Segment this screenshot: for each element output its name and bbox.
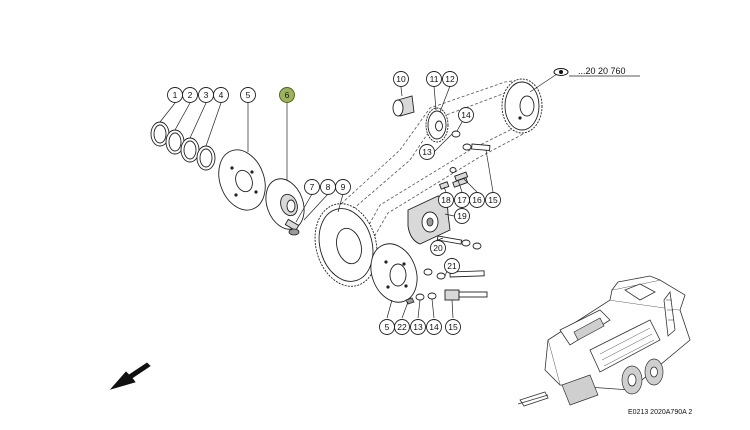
svg-text:8: 8 bbox=[326, 182, 331, 192]
callout-22[interactable]: 22 bbox=[394, 319, 410, 335]
callout-2[interactable]: 2 bbox=[182, 87, 198, 103]
svg-text:5: 5 bbox=[385, 322, 390, 332]
callout-15-lower[interactable]: 15 bbox=[445, 319, 461, 335]
callout-8[interactable]: 8 bbox=[320, 179, 336, 195]
chain-links bbox=[438, 171, 469, 190]
svg-text:14: 14 bbox=[429, 322, 439, 332]
svg-text:4: 4 bbox=[219, 90, 224, 100]
callout-14-upper[interactable]: 14 bbox=[458, 107, 474, 123]
svg-text:13: 13 bbox=[422, 147, 432, 157]
shim-rings bbox=[150, 121, 216, 171]
disc-plate-lower bbox=[370, 243, 418, 303]
idler-sprocket bbox=[425, 107, 449, 143]
upper-fasteners bbox=[449, 130, 491, 173]
callout-18[interactable]: 18 bbox=[438, 192, 454, 208]
callouts: 1 2 3 4 5 6 7 8 9 10 11 12 13 14 15 16 1… bbox=[167, 71, 501, 335]
svg-text:18: 18 bbox=[441, 195, 451, 205]
svg-text:13: 13 bbox=[413, 322, 423, 332]
callout-11[interactable]: 11 bbox=[426, 71, 442, 87]
baler-machine-thumbnail bbox=[517, 275, 691, 407]
bolt-20 bbox=[436, 235, 482, 250]
callout-13-upper[interactable]: 13 bbox=[419, 144, 435, 160]
svg-text:20: 20 bbox=[433, 243, 443, 253]
svg-text:7: 7 bbox=[310, 182, 315, 192]
drawing-id: E0213 2020A790A 2 bbox=[628, 409, 692, 416]
svg-text:12: 12 bbox=[445, 74, 455, 84]
callout-20[interactable]: 20 bbox=[430, 240, 446, 256]
direction-arrow-icon bbox=[109, 362, 151, 390]
svg-text:22: 22 bbox=[397, 322, 407, 332]
svg-text:1: 1 bbox=[173, 90, 178, 100]
callout-13-lower[interactable]: 13 bbox=[410, 319, 426, 335]
callout-16[interactable]: 16 bbox=[469, 192, 485, 208]
hub-part-6 bbox=[265, 178, 305, 230]
bushing-roller bbox=[392, 95, 415, 117]
callout-1[interactable]: 1 bbox=[167, 87, 183, 103]
callout-5-upper[interactable]: 5 bbox=[240, 87, 256, 103]
key-bolt bbox=[284, 218, 300, 236]
svg-text:15: 15 bbox=[448, 322, 458, 332]
callout-14-lower[interactable]: 14 bbox=[426, 319, 442, 335]
callout-3[interactable]: 3 bbox=[198, 87, 214, 103]
svg-text:14: 14 bbox=[461, 110, 471, 120]
svg-text:19: 19 bbox=[457, 211, 467, 221]
callout-7[interactable]: 7 bbox=[304, 179, 320, 195]
callout-9[interactable]: 9 bbox=[335, 179, 351, 195]
large-sprocket bbox=[314, 203, 378, 287]
svg-text:11: 11 bbox=[430, 74, 439, 84]
upper-drive-sprocket bbox=[501, 78, 543, 134]
svg-text:3: 3 bbox=[204, 90, 209, 100]
svg-text:16: 16 bbox=[472, 195, 482, 205]
svg-text:17: 17 bbox=[457, 195, 467, 205]
callout-10[interactable]: 10 bbox=[393, 71, 409, 87]
svg-text:21: 21 bbox=[447, 261, 457, 271]
svg-text:10: 10 bbox=[396, 74, 406, 84]
callout-19[interactable]: 19 bbox=[454, 208, 470, 224]
svg-text:2: 2 bbox=[188, 90, 193, 100]
reference-text: ...20 20 760 bbox=[578, 66, 626, 76]
svg-text:9: 9 bbox=[341, 182, 346, 192]
lower-fasteners bbox=[405, 268, 488, 305]
callout-17[interactable]: 17 bbox=[454, 192, 470, 208]
callout-21[interactable]: 21 bbox=[444, 258, 460, 274]
callout-6-highlighted[interactable]: 6 bbox=[279, 87, 295, 103]
callout-15-upper[interactable]: 15 bbox=[485, 192, 501, 208]
svg-text:5: 5 bbox=[246, 90, 251, 100]
svg-text:15: 15 bbox=[488, 195, 498, 205]
leader-lines bbox=[159, 85, 494, 319]
reference-label: ...20 20 760 bbox=[529, 66, 640, 93]
callout-5-lower[interactable]: 5 bbox=[379, 319, 395, 335]
tensioner-block bbox=[407, 195, 451, 245]
callout-4[interactable]: 4 bbox=[213, 87, 229, 103]
svg-text:6: 6 bbox=[285, 90, 290, 100]
disc-plate-upper bbox=[218, 149, 266, 211]
callout-12[interactable]: 12 bbox=[442, 71, 458, 87]
